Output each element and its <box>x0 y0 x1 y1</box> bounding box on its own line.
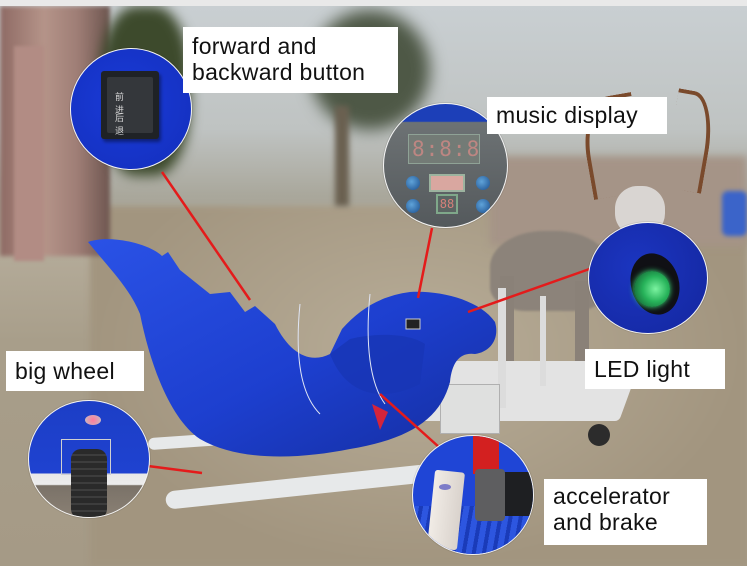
control-knob-icon <box>406 199 420 213</box>
battery-box <box>440 384 500 434</box>
sleigh-rail-post <box>540 296 546 386</box>
label-line: forward and <box>192 33 317 59</box>
segment-digits: 8:8:8 <box>412 137 481 161</box>
wheel-lamp-icon <box>85 415 101 425</box>
rocker-switch-face: 前 进 后 退 <box>107 77 153 137</box>
background-pillar <box>14 46 44 261</box>
segment-display: 8:8:8 <box>408 134 480 164</box>
small-segment-display: 88 <box>436 194 458 214</box>
label-line: and brake <box>553 509 658 535</box>
led-light-callout <box>588 222 708 334</box>
label-line: backward button <box>192 59 366 85</box>
top-border-bar <box>0 0 747 6</box>
brake-pedal-icon <box>475 469 505 521</box>
pedal-logo-icon <box>439 484 451 490</box>
rocker-switch: 前 进 后 退 <box>101 71 159 139</box>
equalizer-bar <box>429 174 465 192</box>
switch-backward-text: 后 退 <box>115 114 131 137</box>
led-light-label: LED light <box>585 349 725 389</box>
background-tree-trunk <box>335 106 349 206</box>
red-handle <box>473 436 499 474</box>
background-sign <box>722 191 747 236</box>
forward-backward-label: forward and backward button <box>183 27 398 93</box>
accelerator-brake-callout <box>412 435 534 555</box>
accelerator-brake-label: accelerator and brake <box>544 479 707 545</box>
caster-wheel <box>588 424 610 446</box>
forward-backward-switch-callout: 前 进 后 退 <box>70 48 192 170</box>
control-knob-icon <box>476 176 490 190</box>
big-wheel-label: big wheel <box>6 351 144 391</box>
led-bulb-icon <box>634 271 670 307</box>
switch-forward-text: 前 进 <box>115 93 131 116</box>
control-knob-icon <box>406 176 420 190</box>
label-line: accelerator <box>553 483 671 509</box>
sleigh-rail-post <box>498 288 506 408</box>
big-wheel-callout <box>28 400 150 518</box>
control-knob-icon <box>476 199 490 213</box>
wheel-tire-icon <box>71 449 107 517</box>
music-display-label: music display <box>487 97 667 134</box>
